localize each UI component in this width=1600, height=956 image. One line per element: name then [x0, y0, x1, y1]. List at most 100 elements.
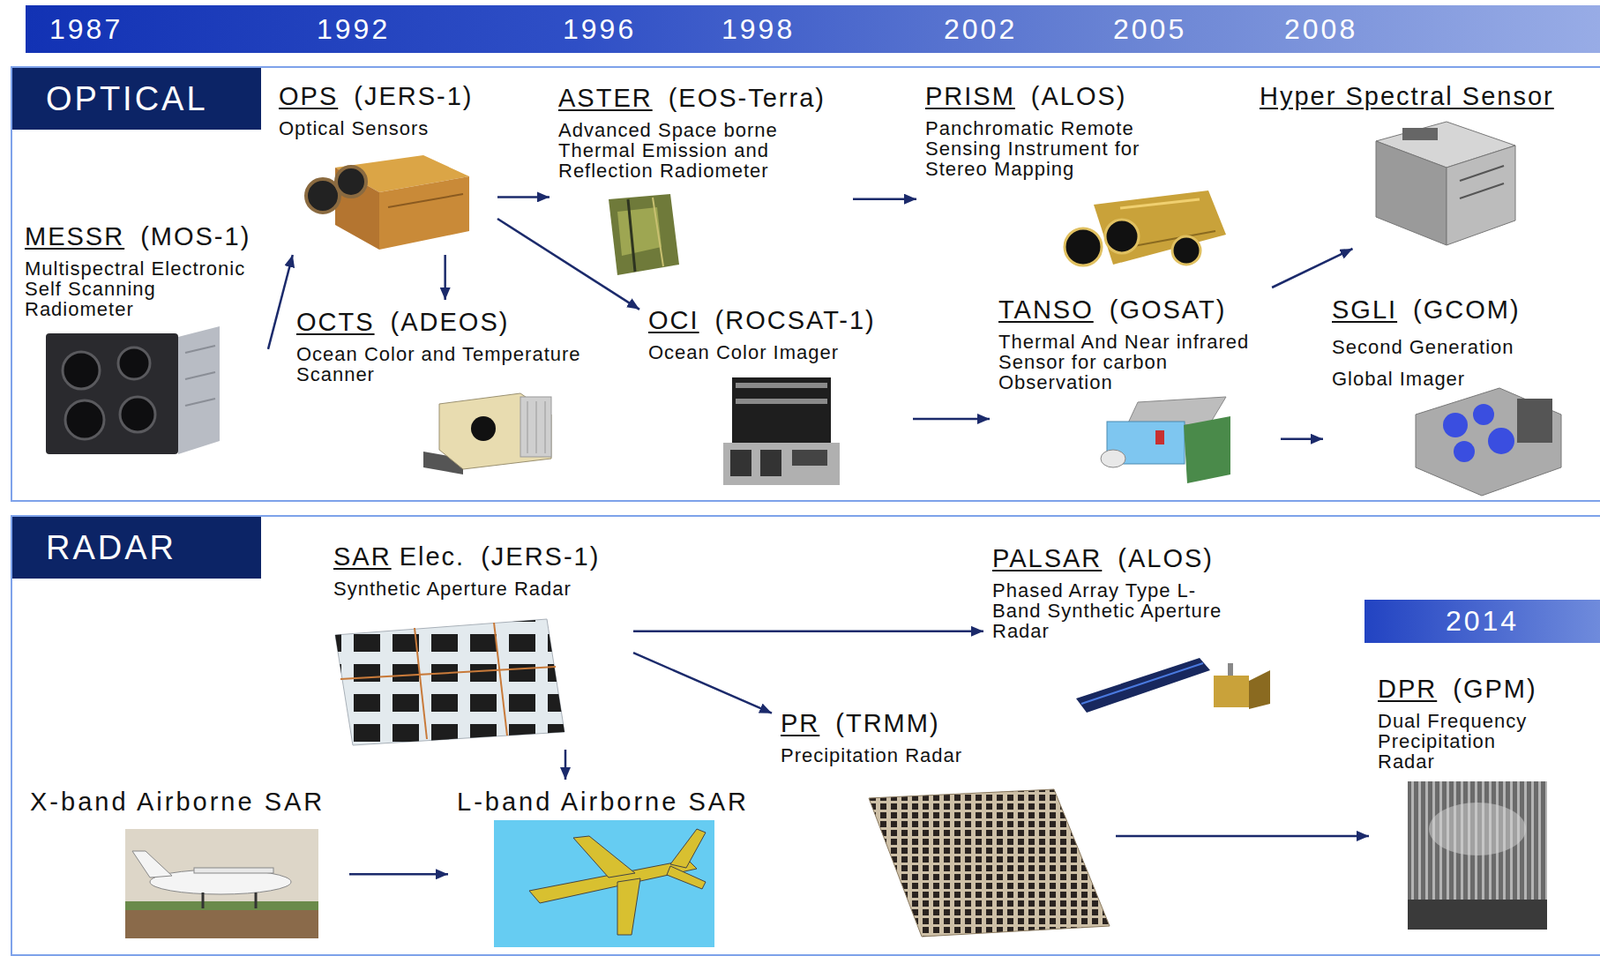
- arrow-connector: [1115, 835, 1369, 838]
- arrow-connector: [443, 254, 447, 300]
- prism-illustration: [1064, 190, 1227, 266]
- sensor-box: PALSAR(ALOS)Phased Array Type L-Band Syn…: [983, 536, 1275, 733]
- satellite-name: (ROCSAT-1): [715, 305, 876, 336]
- prism-illustration-part: [1172, 236, 1201, 265]
- messr-illustration-part: [185, 398, 216, 406]
- sgli-illustration-part: [1517, 398, 1553, 443]
- sensor-box: SARElec.(JERS-1)Synthetic Aperture Radar: [324, 534, 634, 750]
- ops-illustration-part: [379, 176, 470, 250]
- sensor-box: DPR(GPM) Dual Frequency Precipitation Rad…: [1368, 666, 1565, 935]
- messr-illustration-part: [119, 396, 156, 433]
- sensor-name: OPS: [278, 81, 338, 112]
- sensor-description: Dual Frequency Precipitation Radar: [1377, 710, 1546, 772]
- timeline-band: 1987199219961998200220052008: [25, 5, 1600, 53]
- tanso-illustration: [1100, 396, 1231, 484]
- messr-illustration-part: [118, 347, 150, 380]
- sensor-name: OCTS: [296, 306, 375, 337]
- prism-illustration-part: [1105, 219, 1139, 254]
- oci-illustration-part: [760, 449, 782, 477]
- sensor-name: PR: [780, 708, 820, 739]
- satellite-name: (ADEOS): [390, 306, 510, 337]
- sensor-description: Phased Array Type L-Band Synthetic Apert…: [992, 580, 1235, 642]
- heading-row: MESSR(MOS-1): [24, 221, 260, 252]
- sensor-box: OPS(JERS-1)Optical Sensors: [269, 74, 498, 255]
- sensor-name: ASTER: [558, 82, 653, 113]
- sar-board-illustration-part: [335, 619, 565, 746]
- hyper-illustration-part: [1459, 165, 1504, 181]
- year-label: 2014: [1364, 599, 1600, 643]
- messr-illustration-part: [178, 326, 220, 455]
- satellite-name: (GCOM): [1413, 294, 1521, 325]
- xband-photo-part: [125, 908, 319, 939]
- oci-illustration-part: [735, 398, 828, 404]
- sensor-description: Multispectral Electronic Self Scanning R…: [24, 258, 256, 320]
- sensor-description: Synthetic Aperture Radar: [333, 578, 625, 599]
- octs-illustration-part: [527, 401, 529, 454]
- sgli-illustration-part: [1487, 427, 1515, 455]
- aster-illustration-part: [608, 194, 680, 276]
- ops-illustration: [306, 155, 470, 250]
- oci-illustration-part: [735, 382, 828, 389]
- tanso-illustration-part: [1100, 449, 1126, 468]
- octs-illustration-part: [439, 393, 552, 470]
- hyper-illustration-part: [1459, 183, 1504, 199]
- aster-illustration: [608, 194, 680, 276]
- sensor-box: MESSR(MOS-1) Multispectral Electronic Sel…: [15, 214, 269, 460]
- sensor-name: Hyper Spectral Sensor: [1259, 81, 1555, 112]
- oci-illustration-part: [732, 377, 831, 443]
- heading-row: ASTER(EOS-Terra): [558, 82, 845, 113]
- hyper-illustration: [1375, 121, 1516, 246]
- oci-illustration-part: [723, 442, 840, 486]
- arrow-connector: [497, 195, 550, 199]
- arrow-connector: [564, 749, 568, 780]
- sgli-illustration-part: [1415, 388, 1562, 496]
- sar-board-illustration-part: [335, 619, 565, 746]
- arrow-connector: [1271, 248, 1353, 288]
- sensor-description: Second Generation Global Imager: [1331, 331, 1544, 396]
- messr-illustration-part: [62, 351, 100, 389]
- oci-illustration-part: [730, 449, 752, 477]
- year-box: 2014: [1364, 599, 1600, 643]
- heading-row: L-band Airborne SAR: [456, 786, 766, 817]
- dpr-illustration-part: [1428, 802, 1526, 856]
- sar-board-illustration-part: [340, 666, 556, 680]
- heading-row: TANSO(GOSAT): [998, 294, 1272, 325]
- satellite-name: (GPM): [1452, 673, 1537, 704]
- messr-illustration: [45, 326, 220, 455]
- dpr-illustration-part: [1407, 781, 1548, 930]
- octs-illustration-part: [545, 401, 546, 454]
- palsar-illustration-part: [1081, 663, 1204, 704]
- hyper-illustration-part: [1402, 127, 1438, 141]
- year-label: 1998: [721, 5, 795, 53]
- xband-photo-part: [125, 829, 319, 939]
- ops-illustration-part: [336, 166, 367, 197]
- oci-illustration: [723, 377, 840, 486]
- ops-illustration-part: [335, 167, 380, 250]
- year-label: 2008: [1284, 5, 1358, 53]
- sensor-description: Panchromatic Remote Sensing Instrument f…: [925, 118, 1177, 180]
- arrow-connector: [633, 630, 984, 634]
- lband-photo-part: [573, 836, 636, 878]
- sensor-name: OCI: [648, 305, 700, 336]
- tanso-illustration-part: [1155, 430, 1165, 445]
- sensor-name: TANSO: [998, 294, 1094, 325]
- heading-row: X-band Airborne SAR: [29, 786, 341, 817]
- airborne-box: X-band Airborne SAR: [21, 779, 350, 943]
- satellite-name: (MOS-1): [140, 221, 251, 252]
- airborne-box: L-band Airborne SAR: [448, 779, 775, 951]
- heading-row: Hyper Spectral Sensor: [1259, 81, 1582, 112]
- year-label: 2002: [943, 5, 1017, 53]
- hyper-illustration-part: [1446, 145, 1516, 246]
- lband-photo-part: [493, 820, 715, 948]
- heading-row: SGLI (GCOM): [1331, 294, 1579, 325]
- octs-illustration: [423, 393, 552, 475]
- aster-illustration-part: [628, 199, 636, 272]
- heading-row: DPR(GPM): [1377, 673, 1556, 704]
- palsar-illustration: [1076, 657, 1271, 713]
- heading-row: OCI (ROCSAT-1): [648, 305, 905, 336]
- lband-photo-part: [617, 878, 641, 935]
- sensor-box: Hyper Spectral Sensor: [1250, 74, 1591, 249]
- sgli-illustration: [1415, 388, 1562, 496]
- sensor-name: SGLI: [1331, 294, 1398, 325]
- satellite-name: (JERS-1): [353, 81, 473, 112]
